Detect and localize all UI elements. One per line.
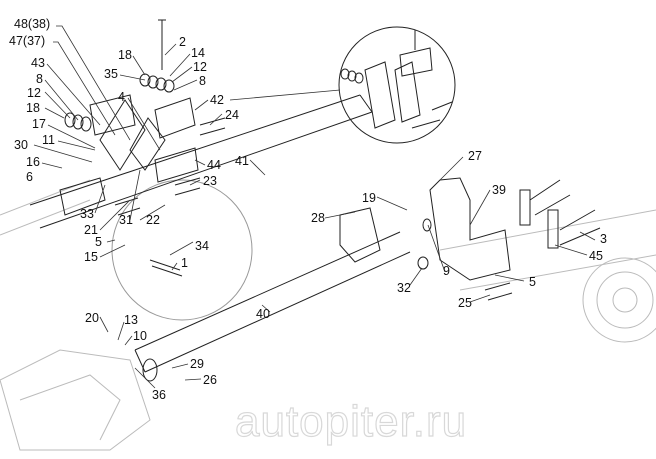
watermark: autopiter.ru xyxy=(234,397,468,446)
callout-45: 45 xyxy=(589,249,603,263)
left-bracket-group xyxy=(64,19,226,277)
callout-9: 9 xyxy=(443,264,450,278)
callout-19: 19 xyxy=(362,191,376,205)
callout-39: 39 xyxy=(492,183,506,197)
callout-27: 27 xyxy=(468,149,482,163)
callout-10: 10 xyxy=(133,329,147,343)
right-bracket-group xyxy=(339,177,601,301)
arm-tube-40 xyxy=(134,231,411,382)
callout-18b: 18 xyxy=(118,48,132,62)
callout-2: 2 xyxy=(179,35,186,49)
callout-21: 21 xyxy=(84,223,98,237)
callout-34: 34 xyxy=(195,239,209,253)
callout-12b: 12 xyxy=(193,60,207,74)
callout-8b: 8 xyxy=(199,74,206,88)
callout-48-38: 48(38) xyxy=(14,17,51,31)
callout-30: 30 xyxy=(14,138,28,152)
leader-lines xyxy=(33,25,596,389)
callout-17: 17 xyxy=(32,117,46,131)
callout-15: 15 xyxy=(84,250,98,264)
callout-35: 35 xyxy=(104,67,118,81)
callout-44: 44 xyxy=(207,158,221,172)
callout-47-37: 47(37) xyxy=(9,34,46,48)
callout-33: 33 xyxy=(80,207,94,221)
callout-5b: 5 xyxy=(529,275,536,289)
detail-parts xyxy=(340,30,453,129)
callout-16: 16 xyxy=(26,155,40,169)
callout-4: 4 xyxy=(118,90,125,104)
callout-24: 24 xyxy=(225,108,239,122)
callout-40: 40 xyxy=(256,307,270,321)
detail-circle-left xyxy=(111,179,253,321)
callout-25: 25 xyxy=(458,296,472,310)
callout-20: 20 xyxy=(85,311,99,325)
detail-circle-right xyxy=(338,26,456,144)
callout-18: 18 xyxy=(26,101,40,115)
callout-42: 42 xyxy=(210,93,224,107)
callout-26: 26 xyxy=(203,373,217,387)
callout-22: 22 xyxy=(146,213,160,227)
callout-23: 23 xyxy=(203,174,217,188)
callout-32: 32 xyxy=(397,281,411,295)
frame-tube-41 xyxy=(29,94,373,229)
callout-1: 1 xyxy=(181,256,188,270)
callout-28: 28 xyxy=(311,211,325,225)
callout-13: 13 xyxy=(124,313,138,327)
callout-6: 6 xyxy=(26,170,33,184)
callout-8: 8 xyxy=(36,72,43,86)
callout-41: 41 xyxy=(235,154,249,168)
callout-5: 5 xyxy=(95,235,102,249)
callout-36: 36 xyxy=(152,388,166,402)
callout-31: 31 xyxy=(119,213,133,227)
callout-43: 43 xyxy=(31,56,45,70)
callout-29: 29 xyxy=(190,357,204,371)
callout-14: 14 xyxy=(191,46,205,60)
callout-11: 11 xyxy=(42,133,55,147)
callout-3: 3 xyxy=(600,232,607,246)
callout-12: 12 xyxy=(27,86,41,100)
